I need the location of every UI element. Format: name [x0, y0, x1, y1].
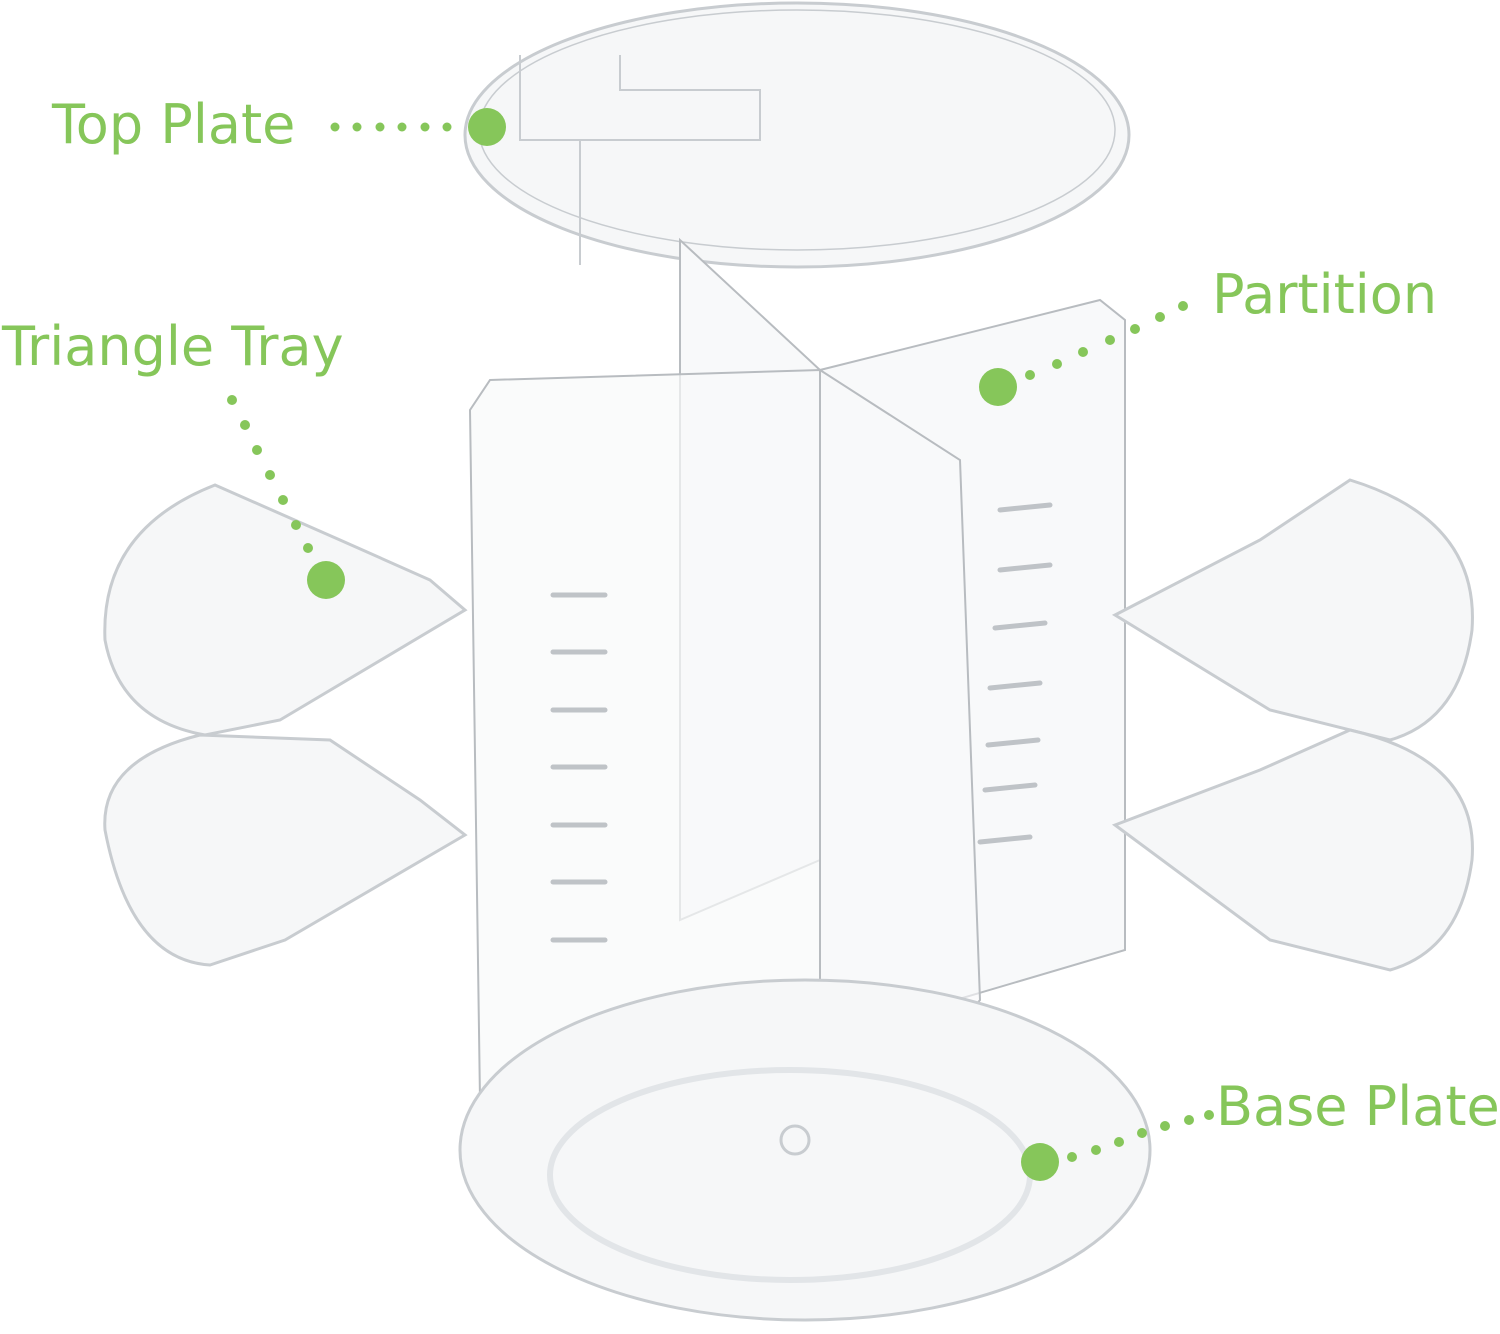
partition-part: [468, 237, 1126, 1102]
triangle-tray-part: [103, 483, 468, 967]
label-partition: Partition: [1212, 263, 1438, 326]
tray-right-part: [1111, 478, 1474, 972]
slot-marks: [550, 502, 1053, 943]
label-top-plate: Top Plate: [52, 93, 296, 156]
label-base-plate: Base Plate: [1216, 1075, 1500, 1138]
label-triangle-tray: Triangle Tray: [2, 315, 344, 378]
leader-lines: [227, 108, 1214, 1181]
top-plate-part: [463, 1, 1131, 269]
